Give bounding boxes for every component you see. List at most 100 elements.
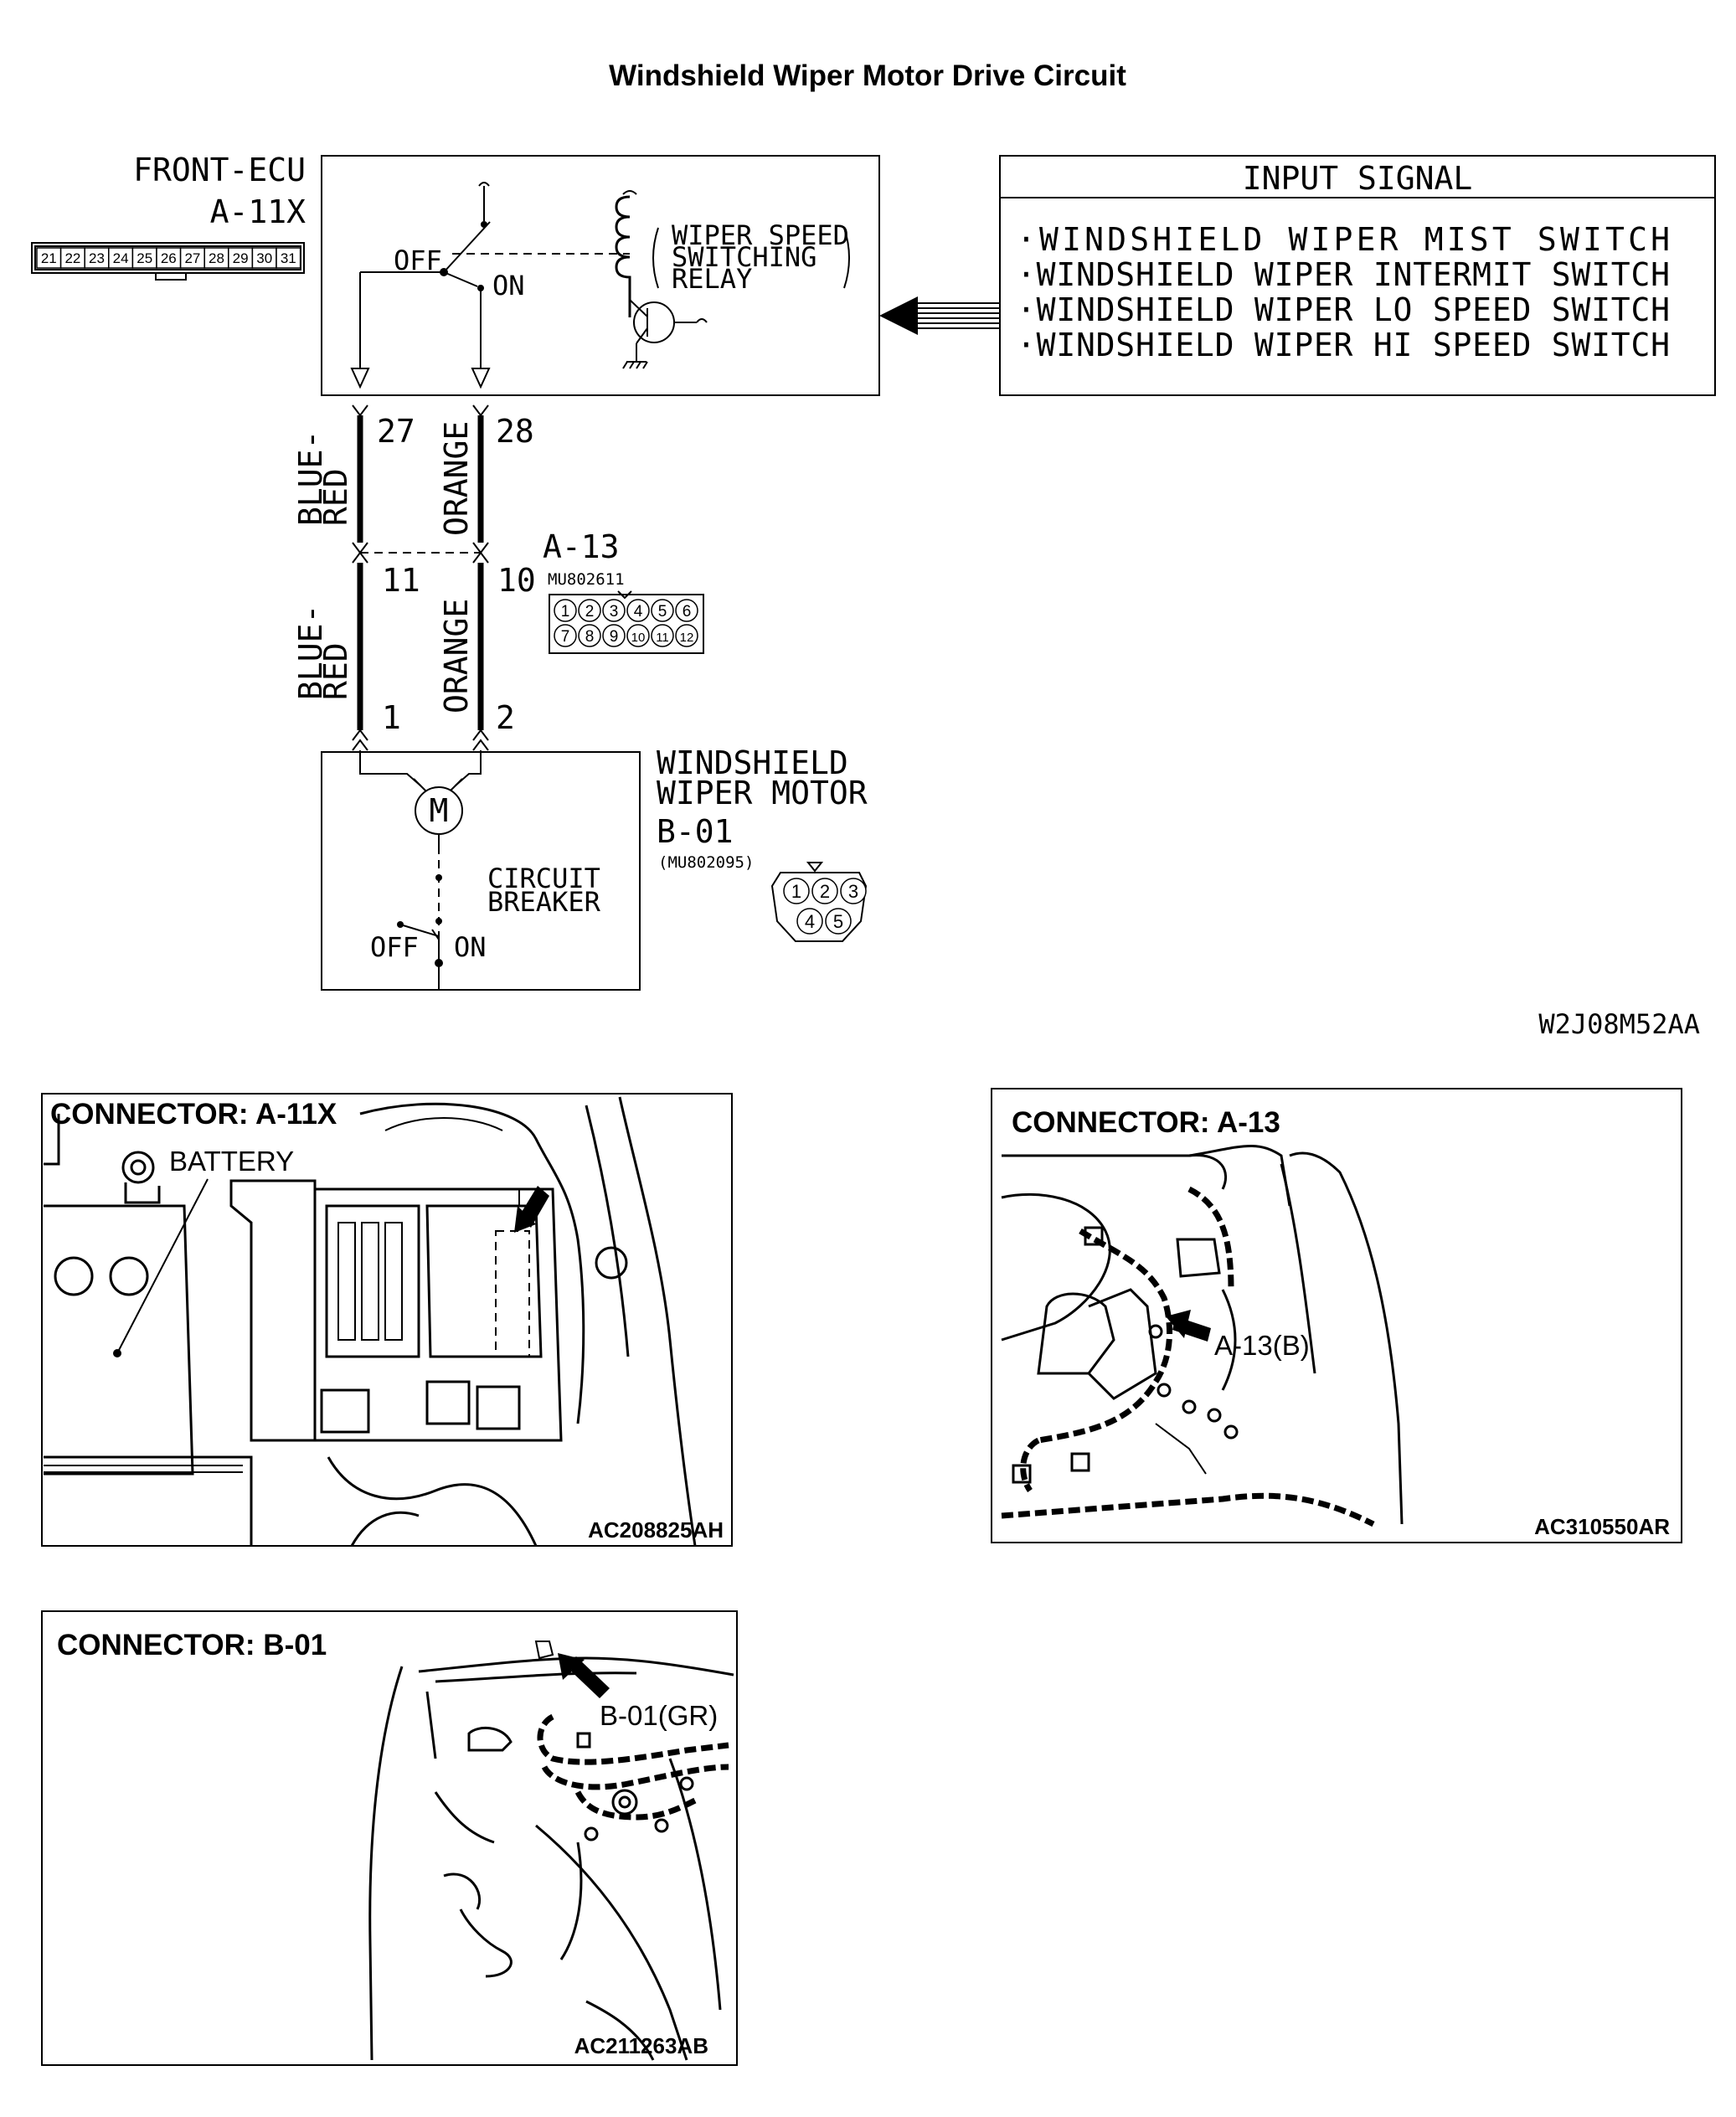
a13-pin-cell bbox=[578, 624, 601, 647]
pin-label-28: 28 bbox=[496, 413, 534, 450]
pin-label-2: 2 bbox=[496, 699, 515, 736]
pin-label-1: 1 bbox=[382, 699, 401, 736]
a13-pin-cell bbox=[675, 624, 698, 647]
input-signal-header: INPUT SIGNAL bbox=[1243, 160, 1473, 197]
b01-pin-label: 2 bbox=[820, 881, 830, 902]
a13-pin-label: 10 bbox=[631, 631, 646, 645]
a11x-pin-label: 28 bbox=[209, 250, 224, 266]
a11x-pin-cell bbox=[276, 247, 301, 269]
input-signal-item: ·WINDSHIELD WIPER INTERMIT SWITCH bbox=[1017, 256, 1670, 293]
front-ecu-connector-label: A-11X bbox=[210, 193, 307, 230]
a13-pin-cell bbox=[626, 624, 650, 647]
a13-pin-label: 4 bbox=[634, 603, 643, 621]
a13-pin-cell bbox=[651, 624, 674, 647]
panel-title: CONNECTOR: A-11X bbox=[50, 1098, 337, 1131]
a13-pin-label: 3 bbox=[610, 603, 619, 621]
a13-pin-label: 9 bbox=[610, 628, 619, 646]
relay-label-line2: SWITCHING bbox=[672, 241, 816, 273]
a13-pin-label: 6 bbox=[683, 603, 692, 621]
circuit-breaker-line1: CIRCUIT bbox=[487, 863, 600, 894]
panel-title: CONNECTOR: A-13 bbox=[1012, 1106, 1280, 1139]
input-signal-bus-arrow bbox=[879, 296, 1000, 335]
a11x-pin-cell bbox=[131, 247, 157, 269]
a11x-pin-label: 21 bbox=[41, 250, 57, 266]
a13-pin-label: 8 bbox=[585, 628, 595, 646]
a11x-pin-label: 24 bbox=[113, 250, 129, 266]
circuit-breaker-line2: BREAKER bbox=[487, 886, 601, 918]
engine-bay-illustration bbox=[44, 1096, 697, 1547]
page-title: Windshield Wiper Motor Drive Circuit bbox=[609, 59, 1126, 92]
motor-symbol: M bbox=[430, 792, 449, 829]
a11x-pin-label: 23 bbox=[89, 250, 105, 266]
panel-title: CONNECTOR: B-01 bbox=[57, 1629, 327, 1661]
engine-bay-illustration bbox=[1001, 1145, 1404, 1527]
b01-pin-cell bbox=[796, 908, 823, 935]
b01-pin-label: 4 bbox=[805, 911, 815, 932]
b01-pin-label: 3 bbox=[848, 881, 858, 902]
a11x-pin-cell bbox=[108, 247, 134, 269]
a13-pin-label: 1 bbox=[561, 603, 570, 621]
ecu-switch-off-label: OFF bbox=[394, 245, 442, 276]
figure-code: W2J08M52AA bbox=[1538, 1008, 1700, 1040]
panel-figure-code: AC211263AB bbox=[574, 2033, 708, 2058]
panel-callout-battery: BATTERY bbox=[169, 1146, 294, 1177]
pin-label-10: 10 bbox=[497, 562, 536, 599]
pin-label-11: 11 bbox=[382, 562, 420, 599]
front-ecu-label: FRONT-ECU bbox=[133, 152, 306, 188]
b01-pin-cell bbox=[840, 878, 867, 904]
b01-pin-cell bbox=[811, 878, 838, 904]
a13-pin-cell bbox=[602, 599, 626, 622]
wire-color-upper-left-1: BLUE- bbox=[292, 430, 329, 526]
a13-pin-label: 11 bbox=[656, 631, 669, 645]
panel-figure-code: AC310550AR bbox=[1534, 1514, 1670, 1539]
a13-pin-cell bbox=[554, 624, 577, 647]
a11x-pin-label: 25 bbox=[137, 250, 152, 266]
a11x-pin-label: 29 bbox=[233, 250, 249, 266]
motor-connector-label: B-01 bbox=[657, 813, 734, 850]
input-signal-box: INPUT SIGNAL ·WINDSHIELD WIPER MIST SWIT… bbox=[999, 155, 1716, 396]
connector-panel-b01: CONNECTOR: B-01 B-01(GR) AC211263AB bbox=[41, 1610, 738, 2066]
connector-panel-a11x: CONNECTOR: A-11X BATTERY AC208825AH bbox=[41, 1093, 733, 1547]
wiper-motor-box: M CIRCUIT BREAKER OFF ON bbox=[321, 750, 641, 991]
wire-color-upper-right: ORANGE bbox=[438, 421, 475, 536]
a13-pin-cell bbox=[602, 624, 626, 647]
breaker-on-label: ON bbox=[454, 931, 487, 963]
relay-label-line3: RELAY bbox=[672, 263, 752, 295]
b01-pin-cell bbox=[825, 908, 852, 935]
a13-pin-label: 7 bbox=[561, 628, 570, 646]
a11x-pin-label: 27 bbox=[184, 250, 200, 266]
b01-pin-label: 5 bbox=[833, 911, 843, 932]
relay-coil bbox=[615, 195, 631, 317]
a13-pin-cell bbox=[554, 599, 577, 622]
a11x-pin-cell bbox=[179, 247, 205, 269]
a13-pin-cell bbox=[675, 599, 698, 622]
panel-callout-b01gr: B-01(GR) bbox=[600, 1700, 718, 1731]
motor-connector-part: (MU802095) bbox=[658, 853, 754, 872]
a13-pin-cell bbox=[578, 599, 601, 622]
input-signal-item: ·WINDSHIELD WIPER HI SPEED SWITCH bbox=[1017, 327, 1670, 363]
wire-color-upper-left-2: RED bbox=[317, 468, 354, 526]
front-ecu-box: OFF ON WIPER SPEED SWITCHING RELAY bbox=[321, 155, 880, 396]
harness-wires bbox=[352, 404, 489, 751]
a13-pin-label: 5 bbox=[658, 603, 667, 621]
engine-bay-illustration bbox=[368, 1641, 734, 2061]
a13-pin-cell bbox=[626, 599, 650, 622]
a13-pin-label: 2 bbox=[585, 603, 595, 621]
a13-pin-cell bbox=[651, 599, 674, 622]
motor-name-line2: WIPER MOTOR bbox=[657, 775, 868, 811]
wire-color-lower-left-2: RED bbox=[317, 642, 354, 700]
ecu-switch-on-label: ON bbox=[492, 270, 525, 301]
panel-figure-code: AC208825AH bbox=[588, 1517, 724, 1543]
a11x-pin-label: 26 bbox=[161, 250, 177, 266]
connector-a13-part: MU802611 bbox=[548, 570, 625, 589]
a13-pin-label: 12 bbox=[680, 631, 694, 645]
connector-panel-a13: CONNECTOR: A-13 A-13(B) AC310550AR bbox=[991, 1088, 1682, 1543]
a11x-pin-cell bbox=[59, 247, 85, 269]
panel-callout-a13b: A-13(B) bbox=[1214, 1330, 1310, 1361]
wire-color-lower-right: ORANGE bbox=[438, 599, 475, 713]
motor-name-line1: WINDSHIELD bbox=[657, 744, 848, 781]
a11x-pin-cell bbox=[156, 247, 182, 269]
